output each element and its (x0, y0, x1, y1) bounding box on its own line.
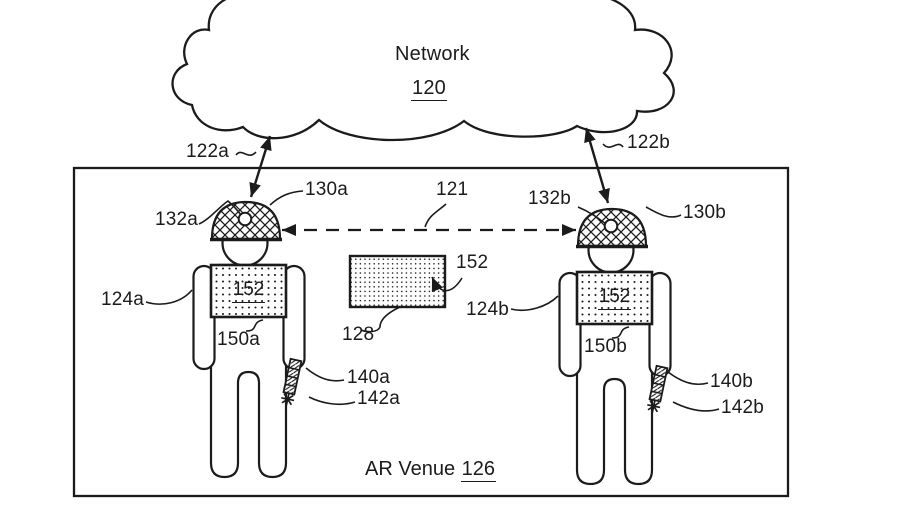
ref-124b: 124b (466, 299, 510, 320)
ref-121: 121 (436, 179, 469, 200)
leader-142a (308, 396, 356, 405)
leader-132a (198, 200, 242, 225)
leader-150b (611, 326, 630, 339)
leader-122b (602, 143, 624, 148)
leader-140a (305, 367, 345, 382)
ref-130b: 130b (683, 202, 727, 223)
ar-object (348, 254, 447, 309)
network-label: Network (395, 43, 470, 65)
ref-152-object: 152 (456, 252, 489, 273)
ref-152-chest-b: 152 (597, 286, 632, 310)
ref-142a: 142a (357, 388, 401, 409)
ref-130a: 130a (305, 179, 349, 200)
ref-122a: 122a (186, 141, 230, 162)
ref-142b: 142b (721, 397, 765, 418)
ar-venue-caption: AR Venue 126 (365, 458, 497, 482)
leader-130a (269, 190, 304, 206)
leader-142b (672, 401, 720, 412)
ref-122b: 122b (627, 132, 671, 153)
ar-venue-label: AR Venue (365, 458, 456, 480)
ref-152-chest-a: 152 (231, 279, 266, 303)
network-cloud-shape (171, 0, 675, 142)
ar-venue-ref: 126 (460, 458, 497, 482)
network-ref: 120 (411, 77, 447, 101)
leader-130b (645, 206, 682, 218)
ref-140b: 140b (710, 371, 754, 392)
chest-display-right: 152 (577, 272, 652, 324)
leader-124b (510, 295, 559, 312)
leader-152-object (431, 276, 463, 293)
network-link-arrow-b (584, 127, 610, 204)
leader-150a (245, 319, 264, 332)
ref-140a: 140a (347, 367, 391, 388)
leader-128 (360, 306, 401, 333)
ref-150b: 150b (584, 336, 628, 357)
leader-121 (424, 203, 447, 228)
ref-132a: 132a (155, 209, 199, 230)
leader-140b (667, 371, 709, 386)
leader-124a (145, 289, 193, 305)
chest-display-left: 152 (211, 265, 286, 317)
ar-venue-box (72, 166, 790, 498)
leader-132b (577, 206, 607, 225)
ref-128: 128 (342, 324, 375, 345)
network-link-arrow-a (249, 135, 272, 198)
ref-132b: 132b (528, 188, 572, 209)
leader-122a (235, 151, 257, 156)
ref-150a: 150a (217, 329, 261, 350)
ref-124a: 124a (101, 289, 145, 310)
